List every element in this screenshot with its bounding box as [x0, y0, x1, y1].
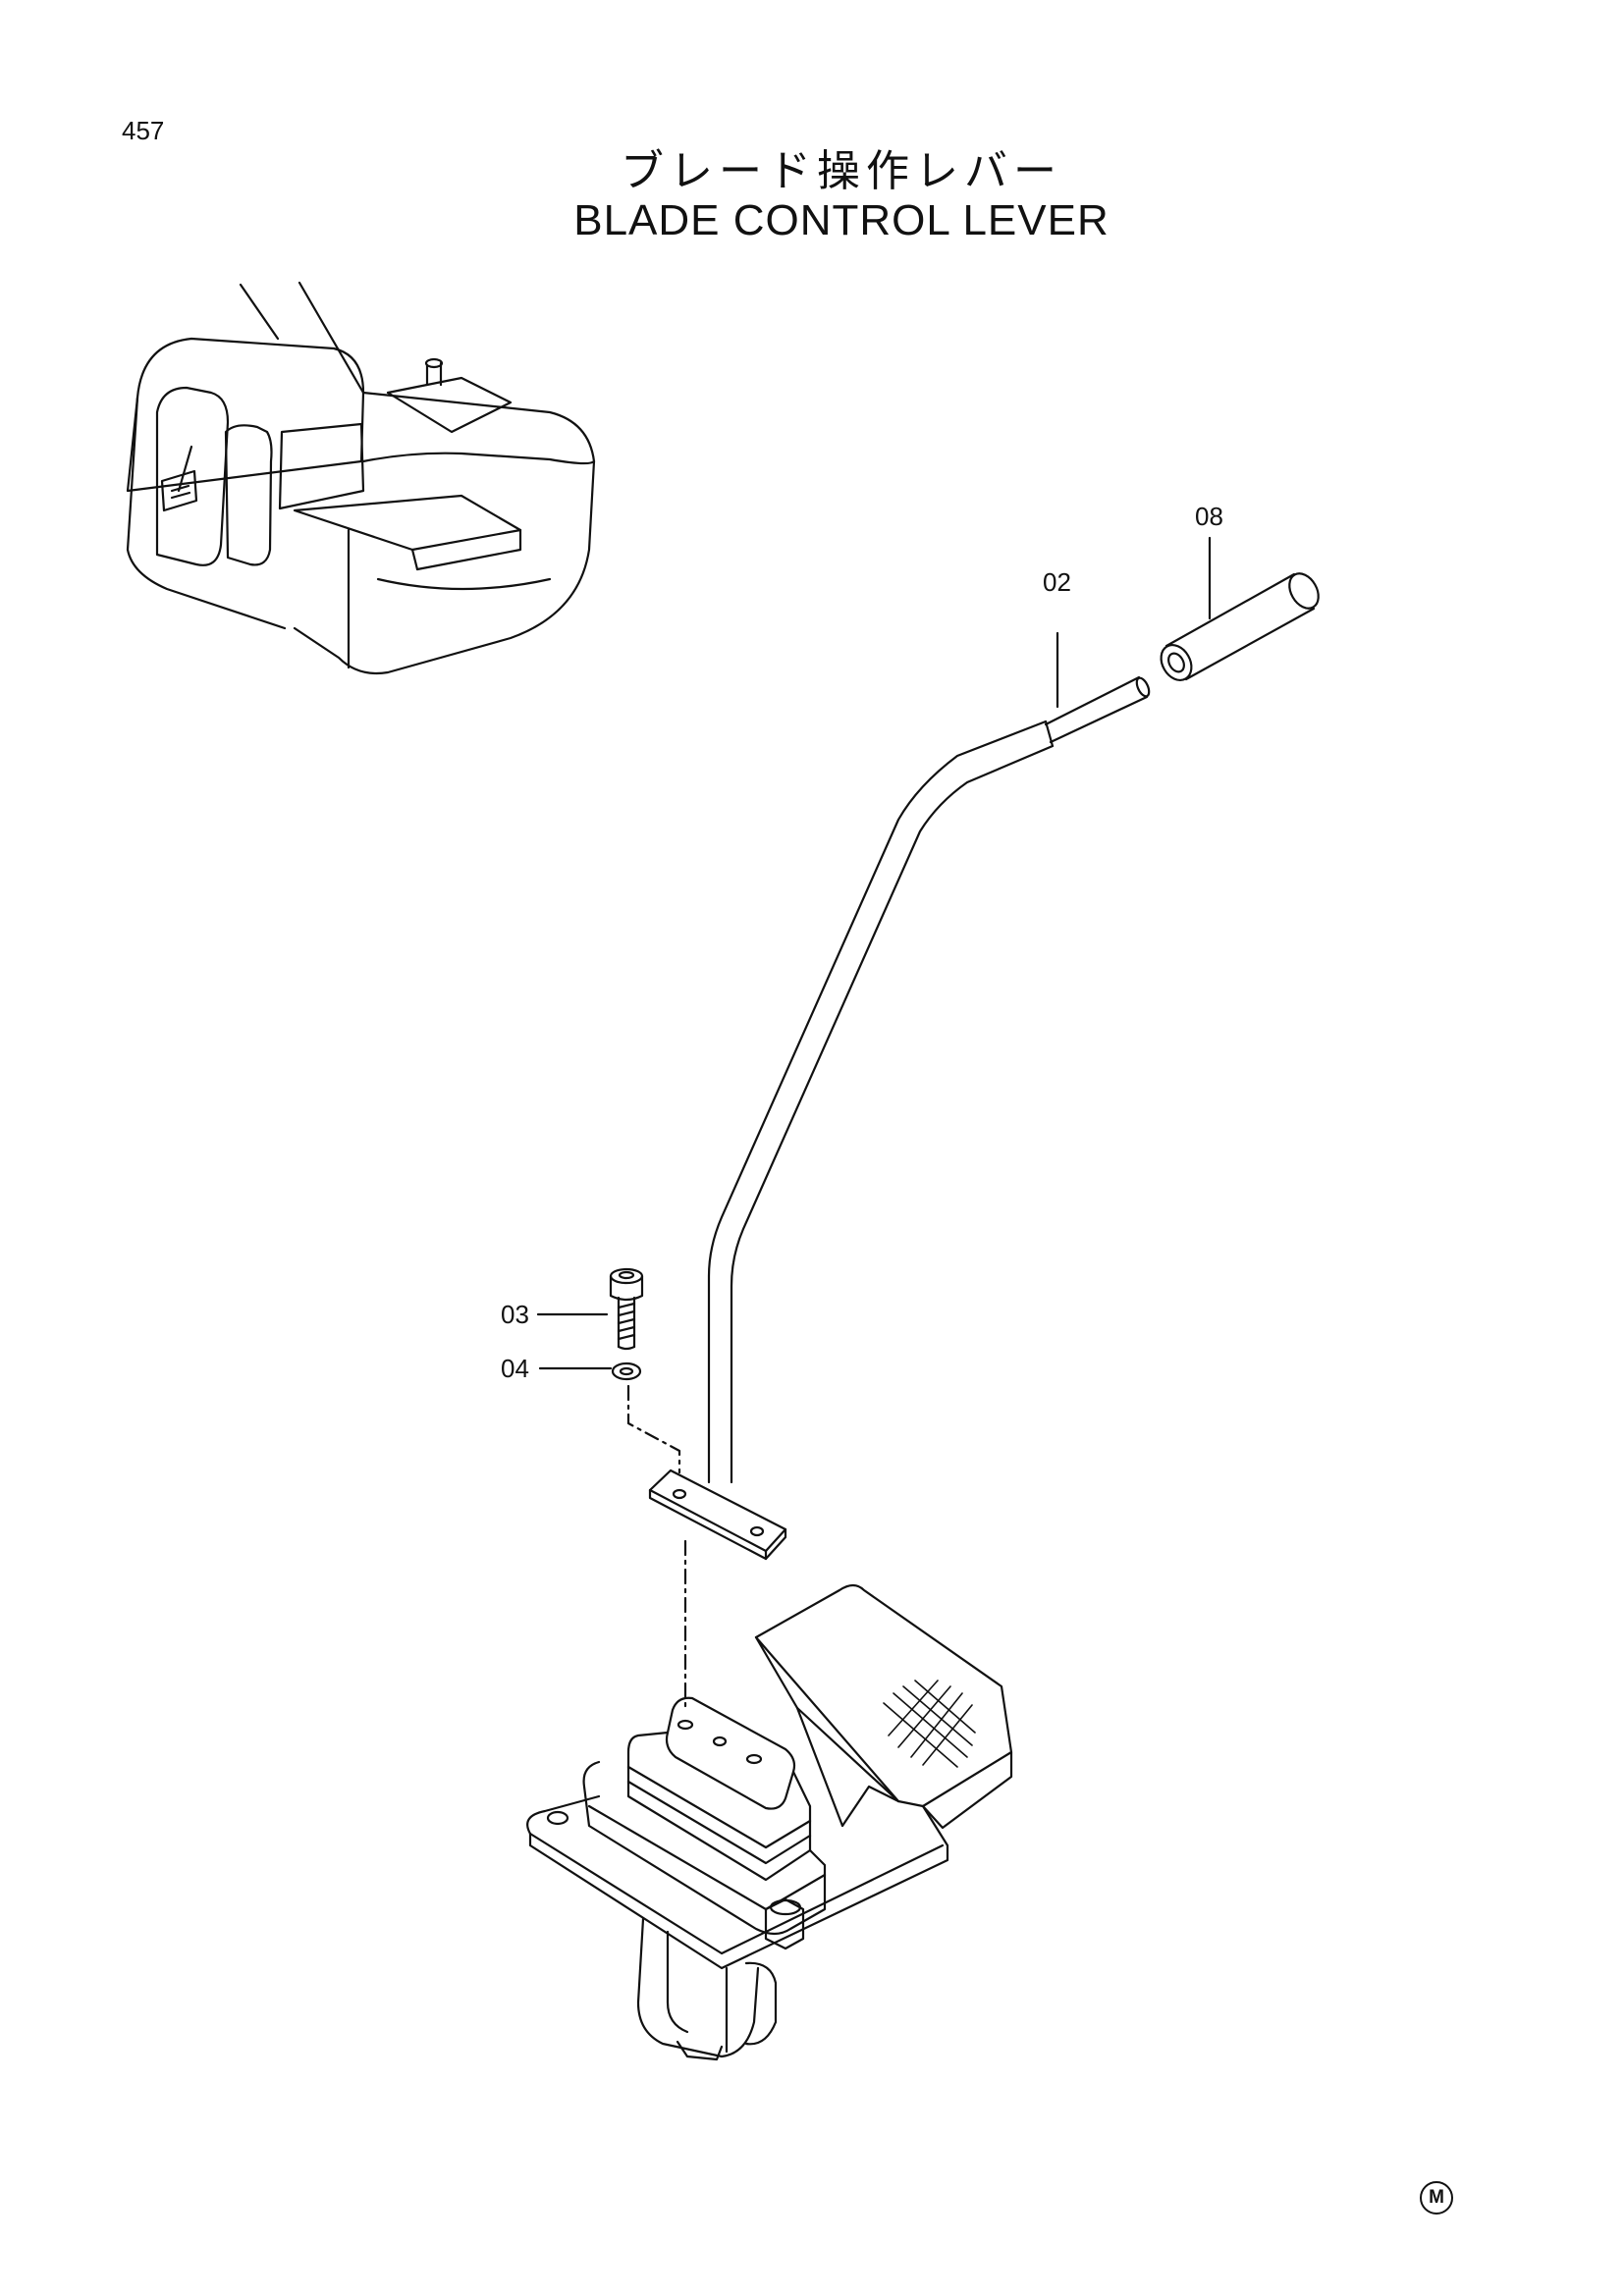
excavator-cab-inset: [126, 281, 596, 675]
bolt-03: [609, 1267, 644, 1351]
title-japanese: ブレード操作レバー: [621, 146, 1062, 196]
lever-bracket-plate: [648, 1468, 787, 1561]
control-lever-02: [707, 675, 1151, 1484]
pedal: [754, 1583, 1013, 1830]
page-number: 457: [122, 116, 165, 145]
callout-02: 02: [1043, 567, 1071, 597]
callout-04: 04: [501, 1354, 529, 1383]
callout-08: 08: [1195, 502, 1223, 531]
pilot-valve: [526, 1696, 949, 2061]
callout-03: 03: [501, 1300, 529, 1329]
washer-04: [611, 1362, 642, 1381]
manufacturer-mark: M: [1420, 2181, 1453, 2215]
title-english: BLADE CONTROL LEVER: [573, 196, 1110, 244]
grip-08: [1160, 572, 1320, 681]
